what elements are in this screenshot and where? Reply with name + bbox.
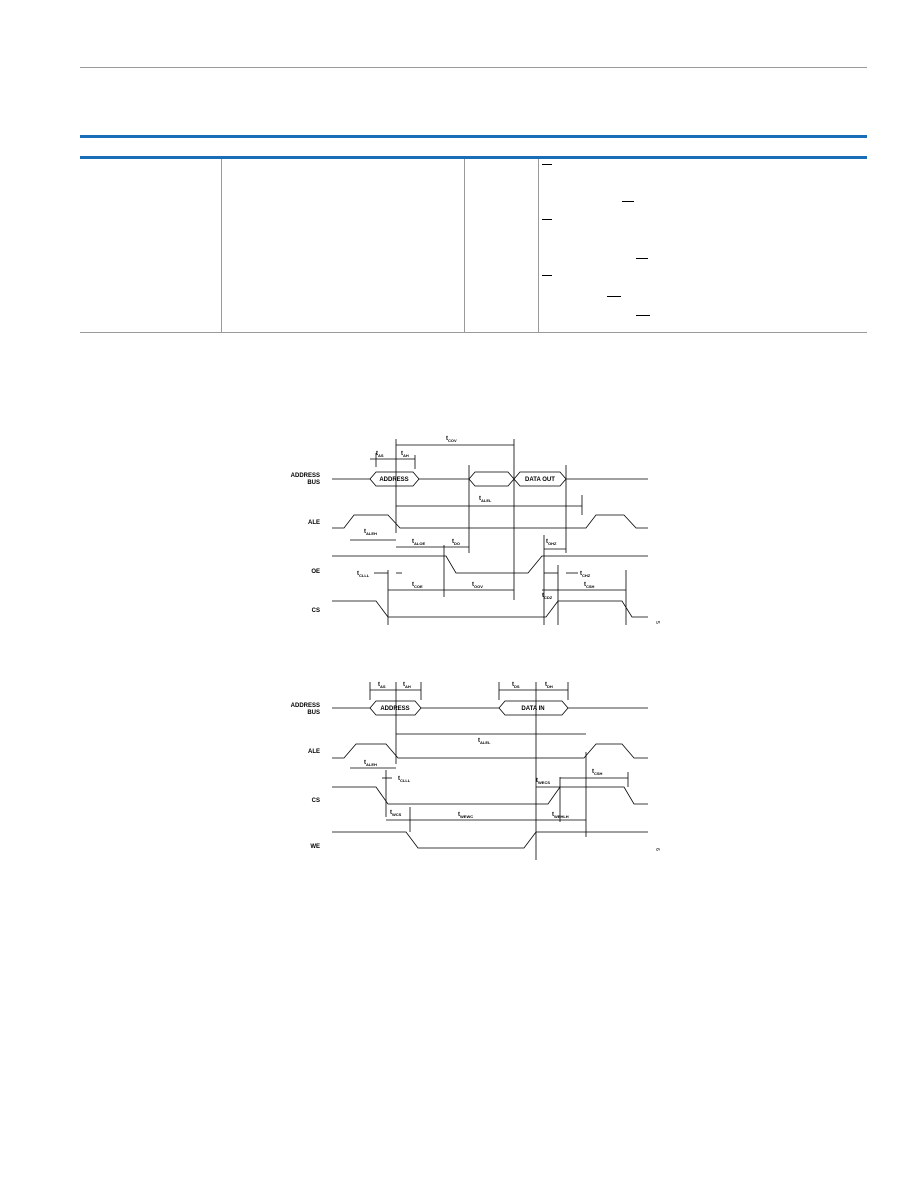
timing-label-cov: tCOV xyxy=(446,436,457,443)
timing-label-alel: tALEL xyxy=(479,496,492,503)
write-timing-diagram: ADDRESS BUS ALE CS WE ADDRESS DATA IN tA… xyxy=(291,682,660,860)
signal-label-address-bus-2: BUS xyxy=(307,710,320,716)
timing-label-aloe: tALOE xyxy=(412,539,425,546)
timing-label-ah: tAH xyxy=(401,451,409,458)
data-out-box-label: DATA OUT xyxy=(525,477,555,483)
table-column-divider xyxy=(538,159,539,332)
overbar-mark xyxy=(542,164,552,165)
timing-label-as: tAS xyxy=(378,682,386,689)
signal-label-cs: CS xyxy=(312,608,320,614)
figure-id: 5 xyxy=(654,621,660,624)
table-top-rule xyxy=(80,135,867,138)
overbar-mark xyxy=(542,219,552,220)
address-box-label: ADDRESS xyxy=(380,706,409,712)
timing-label-as: tAS xyxy=(376,451,384,458)
timing-label-do: tDO xyxy=(452,539,460,546)
timing-label-cdz: tCDZ xyxy=(542,593,553,600)
header-rule xyxy=(80,67,867,68)
overbar-mark xyxy=(636,315,650,316)
timing-label-aleh: tALEH xyxy=(364,760,377,767)
timing-label-ds: tDS xyxy=(512,682,520,689)
timing-label-wcs: tWCS xyxy=(390,810,402,817)
signal-label-ale: ALE xyxy=(308,520,320,526)
timing-label-dh: tDH xyxy=(545,682,553,689)
timing-label-coe: tCOE xyxy=(412,582,423,589)
timing-label-alel: tALEL xyxy=(478,738,491,745)
timing-label-aleh: tALEH xyxy=(364,529,377,536)
timing-label-ohz: tOHZ xyxy=(546,539,557,546)
overbar-mark xyxy=(542,275,552,276)
overbar-mark xyxy=(636,258,648,259)
timing-label-clll: tCLLL xyxy=(398,776,411,783)
timing-label-wewc: tWEWC xyxy=(458,812,473,819)
signal-label-we: WE xyxy=(310,844,320,850)
data-in-box-label: DATA IN xyxy=(521,706,544,712)
timing-label-oov: tOOV xyxy=(472,582,483,589)
overbar-mark xyxy=(607,296,621,297)
signal-label-address-bus: ADDRESS xyxy=(291,703,320,709)
timing-label-ah: tAH xyxy=(403,682,411,689)
signal-label-oe: OE xyxy=(311,569,320,575)
table-header-rule xyxy=(80,156,867,159)
timing-label-csh: tCSH xyxy=(584,582,595,589)
table-column-divider xyxy=(221,159,222,332)
timing-label-csh: tCSH xyxy=(592,769,603,776)
figure-id: 6 xyxy=(654,848,660,851)
address-box-label: ADDRESS xyxy=(379,477,408,483)
signal-label-address-bus-2: BUS xyxy=(307,480,320,486)
signal-label-ale: ALE xyxy=(308,749,320,755)
table-column-divider xyxy=(464,159,465,332)
timing-label-chz: tCHZ xyxy=(580,571,591,578)
read-timing-diagram: ADDRESS BUS ALE OE CS ADDRESS DATA OUT t… xyxy=(291,436,660,625)
signal-label-address-bus: ADDRESS xyxy=(291,473,320,479)
timing-label-clll: tCLLL xyxy=(357,571,370,578)
signal-label-cs: CS xyxy=(312,798,320,804)
table-bottom-rule xyxy=(80,332,867,333)
timing-label-wecs: tWECS xyxy=(536,778,550,785)
overbar-mark xyxy=(622,201,634,202)
timing-label-wehlh: tWEHLH xyxy=(552,812,569,819)
